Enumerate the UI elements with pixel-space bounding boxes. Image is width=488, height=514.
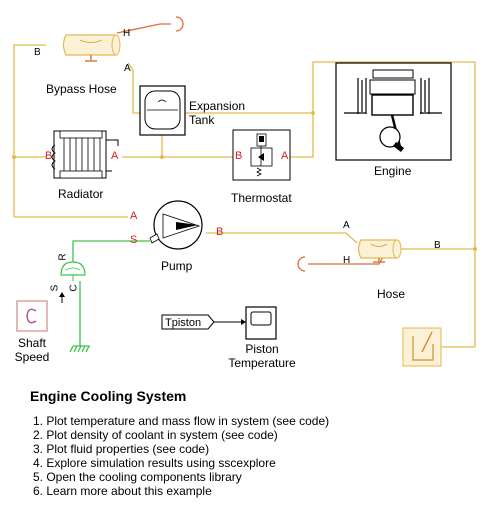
engine-label: Engine <box>374 164 412 178</box>
port-label: B <box>434 240 441 251</box>
radiator-block[interactable] <box>51 130 119 179</box>
expansion-tank-label: Expansion Tank <box>189 99 246 127</box>
port-label: B <box>235 150 243 162</box>
hose-label: Hose <box>377 287 406 301</box>
port-label: H <box>123 28 131 39</box>
plot-fluid-properties-link[interactable]: 3. Plot fluid properties (see code) <box>33 442 210 456</box>
shaft-speed-block[interactable] <box>16 300 48 332</box>
port-label: C <box>68 284 80 292</box>
pump-label: Pump <box>161 259 193 273</box>
angular-velocity-source-block[interactable] <box>32 261 86 303</box>
port-label: H <box>343 255 351 266</box>
model-annotation: Engine Cooling System 1. Plot temperatur… <box>30 388 470 498</box>
port-label: A <box>124 63 131 74</box>
port-label: A <box>130 210 138 222</box>
port-label: S <box>130 234 138 246</box>
tpiston-tag-label: Tpiston <box>165 317 202 329</box>
signal-arrow <box>241 319 246 325</box>
port-label: R <box>57 253 69 261</box>
piston-temperature-scope-block[interactable] <box>245 306 277 340</box>
open-library-link[interactable]: 5. Open the cooling components library <box>33 470 242 484</box>
plot-density-link[interactable]: 2. Plot density of coolant in system (se… <box>33 428 278 442</box>
plot-temperature-link[interactable]: 1. Plot temperature and mass flow in sys… <box>33 414 330 428</box>
bypass-hose-block[interactable] <box>62 34 121 62</box>
model-title: Engine Cooling System <box>30 388 187 404</box>
learn-more-link[interactable]: 6. Learn more about this example <box>33 484 212 498</box>
expansion-tank-block[interactable] <box>139 85 186 136</box>
piston-temperature-label: Piston Temperature <box>228 342 296 370</box>
pump-block[interactable] <box>149 200 203 250</box>
thermal-liquid-network <box>12 44 477 347</box>
radiator-label: Radiator <box>58 187 104 201</box>
port-label: B <box>34 47 41 58</box>
bypass-hose-label: Bypass Hose <box>46 82 117 96</box>
port-label: A <box>343 220 350 231</box>
port-label: B <box>45 150 53 162</box>
thermostat-block[interactable] <box>232 129 291 181</box>
shaft-speed-label: Shaft Speed <box>14 336 50 364</box>
port-label: A <box>111 150 119 162</box>
tpiston-tag[interactable] <box>161 314 215 330</box>
mechanical-network <box>69 240 150 353</box>
port-label: S <box>49 284 61 292</box>
thermostat-label: Thermostat <box>231 191 292 205</box>
annotation-link-list: 1. Plot temperature and mass flow in sys… <box>30 414 470 498</box>
sscexplore-link[interactable]: 4. Explore simulation results using ssce… <box>33 456 276 470</box>
port-label: A <box>281 150 289 162</box>
temperature-sensor-block[interactable] <box>402 327 475 367</box>
thermal-network <box>116 16 384 272</box>
hose-block[interactable] <box>357 239 402 263</box>
port-label: B <box>216 226 224 238</box>
engine-block[interactable] <box>335 62 452 161</box>
